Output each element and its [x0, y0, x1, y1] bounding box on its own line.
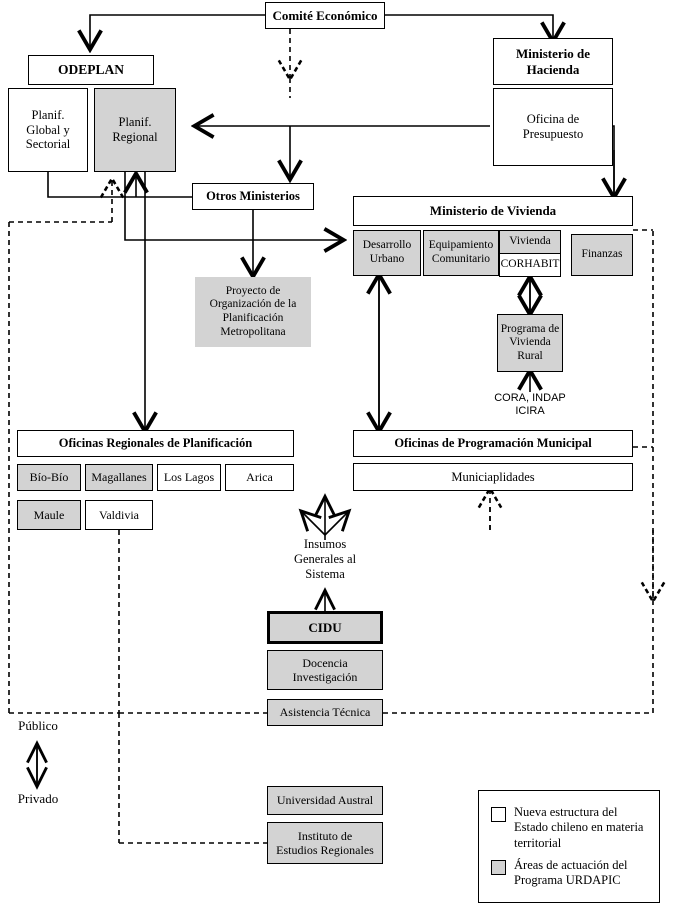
node-ministerio-hacienda[interactable]: Ministerio de Hacienda	[493, 38, 613, 85]
legend-swatch-white-icon	[491, 807, 506, 822]
node-asistencia-tecnica[interactable]: Asistencia Técnica	[267, 699, 383, 726]
node-vivienda[interactable]: Vivienda	[499, 230, 561, 254]
node-universidad-austral[interactable]: Universidad Austral	[267, 786, 383, 815]
node-equipamiento-comunitario[interactable]: Equipamiento Comunitario	[423, 230, 499, 276]
node-oficinas-programacion-municipal[interactable]: Oficinas de Programación Municipal	[353, 430, 633, 457]
legend-item: Áreas de actuación del Programa URDAPIC	[491, 858, 647, 889]
node-cidu[interactable]: CIDU	[267, 611, 383, 644]
region-chip[interactable]: Maule	[17, 500, 81, 530]
label-publico: Público	[18, 718, 58, 733]
label-privado: Privado	[17, 791, 59, 806]
node-corhabit[interactable]: CORHABIT	[499, 253, 561, 277]
node-ministerio-vivienda[interactable]: Ministerio de Vivienda	[353, 196, 633, 226]
node-finanzas[interactable]: Finanzas	[571, 234, 633, 276]
node-planif-regional[interactable]: Planif. Regional	[94, 88, 176, 172]
label-cora-indap-icira: CORA, INDAP ICIRA	[494, 392, 566, 417]
legend-label: Áreas de actuación del Programa URDAPIC	[514, 857, 628, 887]
node-programa-vivienda-rural[interactable]: Programa de Vivienda Rural	[497, 314, 563, 372]
node-planif-global-sectorial[interactable]: Planif. Global y Sectorial	[8, 88, 88, 172]
region-chip[interactable]: Los Lagos	[157, 464, 221, 491]
label-insumos-generales: Insumos Generales al Sistema	[293, 537, 357, 581]
legend-label: Nueva estructura del Estado chileno en m…	[514, 805, 644, 850]
node-desarrollo-urbano[interactable]: Desarrollo Urbano	[353, 230, 421, 276]
node-oficina-presupuesto[interactable]: Oficina de Presupuesto	[493, 88, 613, 166]
node-oficinas-regionales-planificacion[interactable]: Oficinas Regionales de Planificación	[17, 430, 294, 457]
node-municipalidades[interactable]: Municiaplidades	[353, 463, 633, 491]
region-chip[interactable]: Valdivia	[85, 500, 153, 530]
node-proyecto-organizacion[interactable]: Proyecto de Organización de la Planifica…	[195, 277, 311, 347]
node-comite-economico[interactable]: Comité Económico	[265, 2, 385, 29]
region-chip[interactable]: Arica	[225, 464, 294, 491]
node-docencia-investigacion[interactable]: Docencia Investigación	[267, 650, 383, 690]
node-otros-ministerios[interactable]: Otros Ministerios	[192, 183, 314, 210]
node-instituto-estudios-regionales[interactable]: Instituto de Estudios Regionales	[267, 822, 383, 864]
legend-item: Nueva estructura del Estado chileno en m…	[491, 805, 647, 851]
region-chip[interactable]: Bío-Bío	[17, 464, 81, 491]
node-odeplan[interactable]: ODEPLAN	[28, 55, 154, 85]
legend: Nueva estructura del Estado chileno en m…	[478, 790, 660, 903]
region-chip[interactable]: Magallanes	[85, 464, 153, 491]
legend-swatch-gray-icon	[491, 859, 506, 875]
